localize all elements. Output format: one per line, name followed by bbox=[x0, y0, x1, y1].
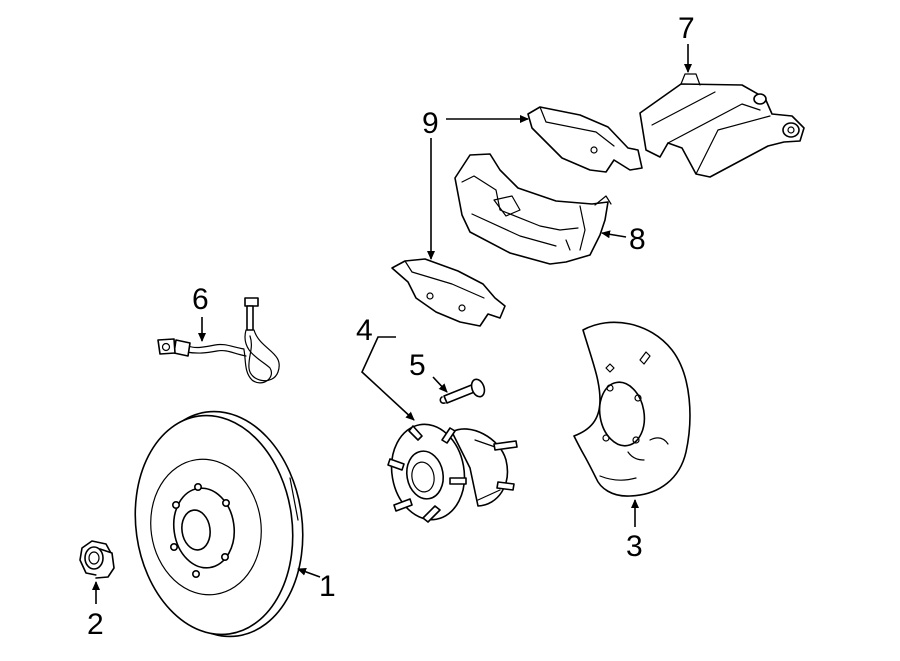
hub-bolt bbox=[439, 378, 486, 404]
callout-pads: 9 bbox=[422, 107, 439, 140]
caliper-bracket bbox=[454, 153, 612, 265]
splash-shield bbox=[573, 321, 691, 497]
callout-bolt: 5 bbox=[409, 349, 426, 382]
callout-hose: 6 bbox=[192, 283, 209, 316]
brake-pad-upper bbox=[527, 106, 643, 173]
brake-caliper bbox=[639, 73, 805, 178]
callout-bracket: 8 bbox=[629, 223, 646, 256]
callout-shield: 3 bbox=[626, 530, 643, 563]
callout-hub: 4 bbox=[356, 314, 373, 347]
hub-bearing bbox=[387, 423, 518, 523]
wheel-nut bbox=[79, 540, 115, 579]
brake-rotor bbox=[134, 410, 304, 638]
callout-caliper: 7 bbox=[678, 12, 695, 45]
brake-pad-lower bbox=[391, 258, 506, 327]
callout-rotor: 1 bbox=[319, 570, 336, 603]
callout-nut: 2 bbox=[87, 608, 104, 641]
leader-lines bbox=[92, 44, 692, 604]
brake-hose bbox=[157, 297, 280, 384]
